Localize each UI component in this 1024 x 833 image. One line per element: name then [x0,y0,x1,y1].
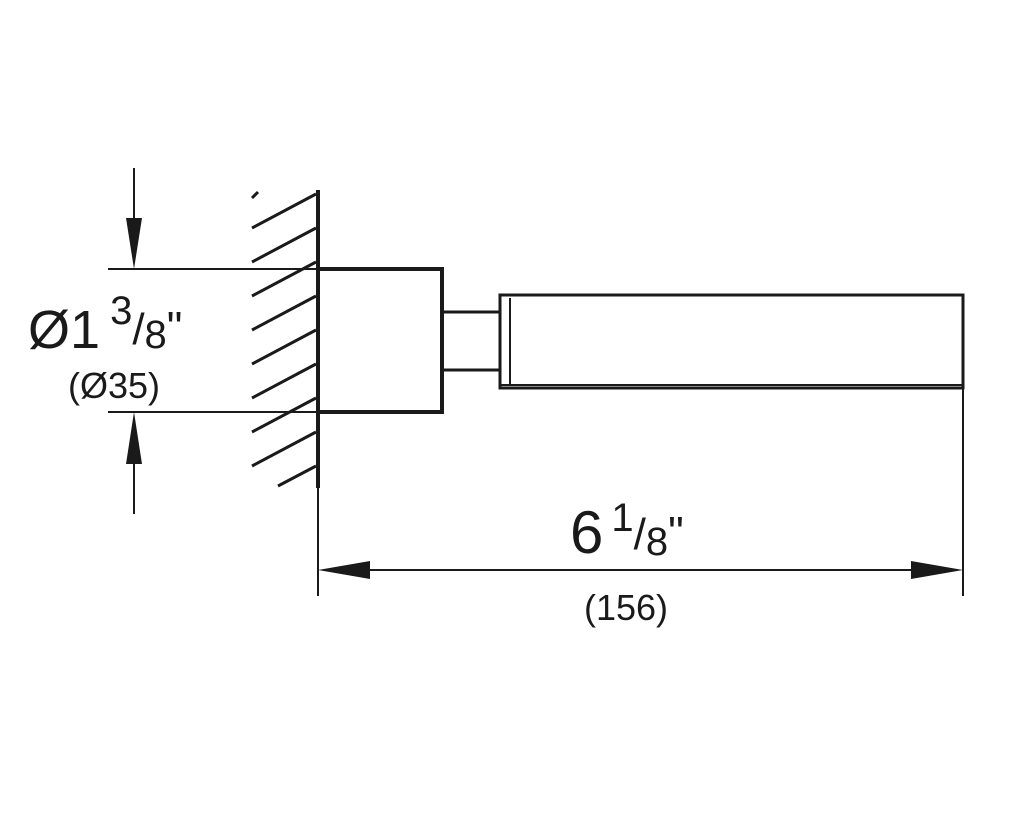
svg-text:Ø13/8": Ø13/8" [28,289,182,360]
wall-hatching [250,190,317,488]
length-whole: 6 [570,499,603,566]
arrow-up-icon [126,412,142,464]
diameter-unit: " [167,303,183,352]
length-unit: " [668,508,684,557]
length-denominator: 8 [646,520,668,564]
diameter-metric: (Ø35) [68,365,160,406]
diameter-whole: 1 [70,300,100,360]
arrow-left-icon [318,561,370,579]
diameter-symbol: Ø [28,300,70,360]
wall-flange [318,267,444,414]
diameter-numerator: 3 [110,289,132,333]
diameter-denominator: 8 [145,313,167,357]
length-metric: (156) [584,587,668,628]
length-slash: / [634,510,647,559]
svg-text:61/8": 61/8" [570,496,684,566]
arrow-right-icon [911,561,963,579]
length-numerator: 1 [611,496,633,540]
diameter-dimension [108,168,318,514]
arm-body [498,293,965,390]
length-dimension [317,388,964,596]
wall [250,190,320,488]
diameter-slash: / [132,305,145,354]
neck-connector [442,310,500,372]
arrow-down-icon [126,218,142,269]
